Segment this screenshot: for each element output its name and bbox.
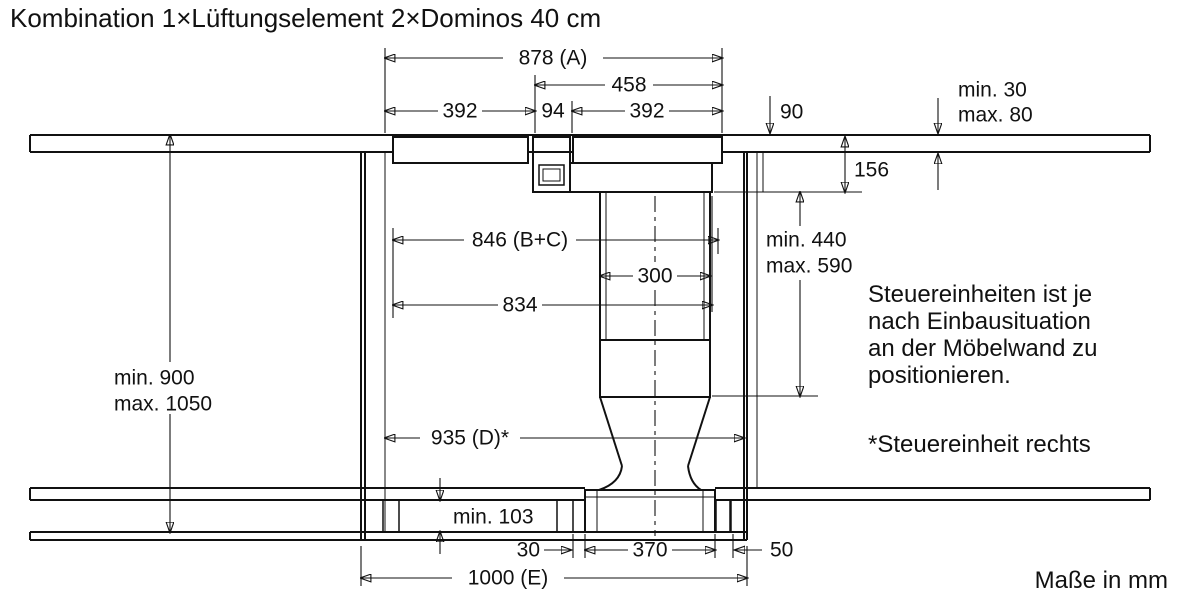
vent-element	[532, 136, 571, 193]
dim-label: 878 (A)	[519, 47, 588, 70]
vent-inner-frame	[542, 168, 561, 182]
dim-label: min. 103	[453, 506, 534, 529]
dim-left-segment: 392	[385, 100, 535, 123]
dim-base-width: 370	[585, 539, 715, 562]
dim-label: 94	[541, 100, 565, 123]
dim-right-span: 458	[535, 74, 722, 97]
note-line-3: an der Möbelwand zu	[868, 335, 1097, 362]
dim-label-max: max. 590	[766, 255, 852, 278]
dim-base-gap-left: 30	[517, 539, 571, 562]
dim-duct-height: min. 440 max. 590	[766, 192, 852, 396]
dim-label: 156	[854, 159, 889, 182]
cooktop-elements	[392, 136, 723, 193]
drawing-title: Kombination 1×Lüftungselement 2×Dominos …	[10, 3, 601, 33]
domino-right	[572, 136, 723, 164]
dim-overall-width-a: 878 (A)	[385, 47, 722, 70]
dim-inner-width: 834	[393, 294, 712, 317]
dim-label: 935 (D)*	[431, 427, 509, 450]
dim-worktop-thickness: min. 30 max. 80	[938, 79, 1033, 190]
dim-label-min: min. 900	[114, 367, 195, 390]
dim-clearance-d: 935 (D)*	[385, 427, 744, 450]
dim-label-min: min. 30	[958, 79, 1027, 102]
dim-label: 90	[780, 101, 803, 124]
dim-label-max: max. 1050	[114, 393, 212, 416]
dim-label: 1000 (E)	[468, 567, 549, 590]
dim-element-depth: 156	[845, 137, 889, 192]
dim-label: 392	[442, 100, 477, 123]
dim-center-segment: 94	[541, 100, 565, 123]
funnel-right	[687, 396, 711, 467]
dim-cutout-bc: 846 (B+C)	[393, 229, 718, 252]
dim-label: 50	[770, 539, 793, 562]
asterisk-note: *Steuereinheit rechts	[868, 431, 1091, 458]
control-unit-note: Steuereinheiten ist je nach Einbausituat…	[868, 281, 1097, 458]
plenum-box	[569, 162, 713, 193]
dim-plinth-height: min. 103	[440, 478, 534, 554]
note-line-4: positionieren.	[868, 362, 1011, 389]
note-line-1: Steuereinheiten ist je	[868, 281, 1092, 308]
flex-duct-section	[599, 339, 711, 398]
vent-inner-detail	[538, 164, 565, 186]
dim-base-gap-right: 50	[735, 539, 793, 562]
note-line-2: nach Einbausituation	[868, 308, 1091, 335]
dim-label-min: min. 440	[766, 229, 847, 252]
dim-label: 392	[629, 100, 664, 123]
funnel-left	[599, 396, 623, 467]
dim-label: 300	[637, 265, 672, 288]
dim-rear-offset: 90	[770, 96, 803, 133]
dim-label: 370	[632, 539, 667, 562]
dim-cabinet-width-e: 1000 (E)	[361, 567, 747, 590]
dim-label: 30	[517, 539, 540, 562]
duct-assembly	[584, 192, 716, 533]
dim-label: 846 (B+C)	[472, 229, 568, 252]
dim-cabinet-height: min. 900 max. 1050	[114, 135, 212, 532]
domino-left	[392, 136, 529, 164]
cabinet-walls	[360, 152, 764, 540]
dim-label: 458	[611, 74, 646, 97]
dim-duct-width: 300	[600, 265, 710, 288]
dim-right-segment: 392	[572, 100, 722, 123]
dim-label-max: max. 80	[958, 104, 1033, 127]
units-note: Maße in mm	[1035, 567, 1168, 594]
dim-label: 834	[502, 294, 537, 317]
blower-base-box	[584, 489, 716, 533]
